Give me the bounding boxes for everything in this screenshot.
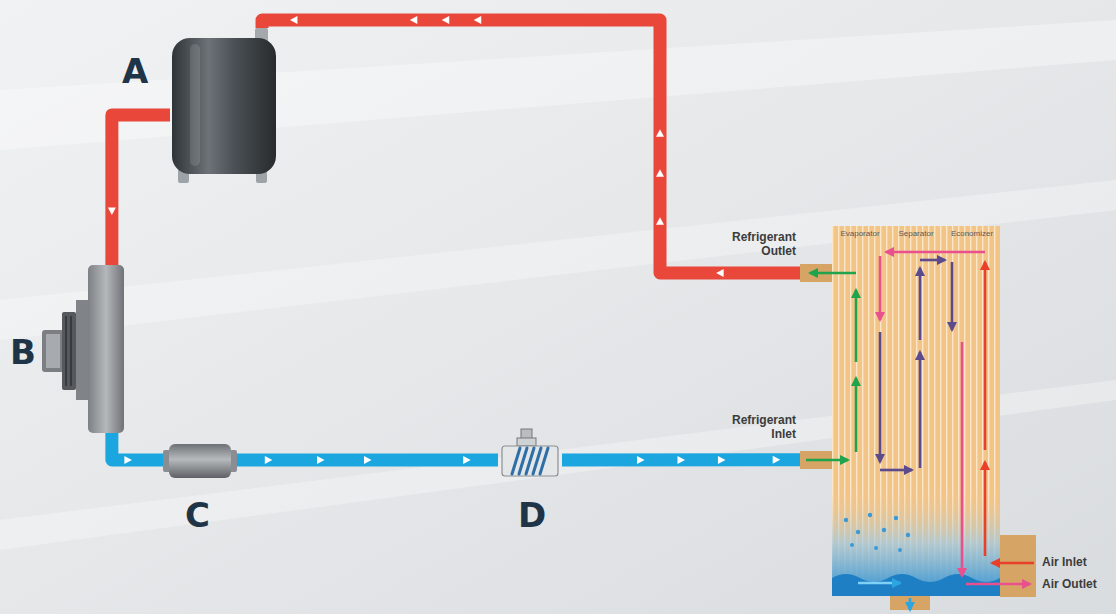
pipe-line bbox=[112, 115, 170, 265]
flow-arrow bbox=[124, 456, 132, 464]
flow-arrow bbox=[637, 456, 645, 464]
column-header: Evaporator bbox=[832, 230, 888, 239]
filter-drier bbox=[163, 444, 237, 478]
flow-arrow bbox=[463, 456, 471, 464]
flow-arrow bbox=[442, 16, 450, 24]
callout-holder: D bbox=[518, 498, 546, 532]
flow-arrow bbox=[656, 129, 664, 137]
callout-holder: A bbox=[122, 54, 148, 88]
filter-box: C bbox=[163, 440, 237, 482]
valve-box: D bbox=[498, 428, 562, 488]
flow-arrow bbox=[656, 169, 664, 177]
compressor bbox=[172, 28, 276, 183]
callout-letter: A bbox=[122, 54, 148, 88]
callout-letter: D bbox=[518, 498, 546, 532]
port-label: Air Inlet bbox=[1042, 556, 1112, 570]
flow-arrow bbox=[317, 456, 325, 464]
compressor-box: A bbox=[170, 28, 278, 183]
heat-exchanger bbox=[800, 226, 1036, 610]
pipe-line bbox=[237, 453, 498, 466]
flow-arrow bbox=[716, 269, 724, 277]
pipe-line bbox=[112, 433, 163, 460]
refrigerant-pipe bbox=[562, 456, 800, 464]
port-label: Air Outlet bbox=[1042, 578, 1112, 592]
flow-arrow bbox=[108, 207, 116, 215]
flow-arrow bbox=[290, 16, 298, 24]
label-holder: Air Outlet bbox=[1042, 578, 1112, 592]
callout-letter: C bbox=[185, 498, 210, 532]
refrigerant-pipe bbox=[112, 433, 163, 464]
label-holder: Refrigerant Inlet bbox=[716, 414, 796, 442]
condenser bbox=[42, 265, 124, 433]
column-headers: EvaporatorSeparatorEconomizer bbox=[832, 230, 1000, 239]
port-label: Refrigerant Inlet bbox=[716, 414, 796, 442]
flow-arrow bbox=[474, 16, 482, 24]
flow-arrow bbox=[718, 456, 726, 464]
pipe-line bbox=[262, 20, 800, 273]
flow-arrow bbox=[773, 456, 781, 464]
callout-holder: B bbox=[10, 335, 36, 369]
callout-holder: C bbox=[185, 498, 210, 532]
condenser-box: B bbox=[38, 265, 124, 433]
label-holder: Air Inlet bbox=[1042, 556, 1112, 570]
flow-arrow bbox=[656, 217, 664, 225]
flow-arrow bbox=[265, 456, 273, 464]
expansion-valve bbox=[502, 429, 558, 476]
callout-letter: B bbox=[10, 335, 36, 369]
pipe-line bbox=[562, 453, 800, 466]
refrigerant-pipe bbox=[262, 16, 800, 277]
heat-exchanger-box: EvaporatorSeparatorEconomizer bbox=[800, 226, 1036, 596]
flow-arrow bbox=[677, 456, 685, 464]
refrigerant-pipe bbox=[108, 115, 170, 265]
port-label: Refrigerant Outlet bbox=[716, 231, 796, 259]
column-header: Separator bbox=[888, 230, 944, 239]
flow-arrow bbox=[364, 456, 372, 464]
flow-arrow bbox=[410, 16, 418, 24]
refrigerant-pipe bbox=[237, 456, 498, 464]
column-header: Economizer bbox=[944, 230, 1000, 239]
label-holder: Refrigerant Outlet bbox=[716, 231, 796, 259]
